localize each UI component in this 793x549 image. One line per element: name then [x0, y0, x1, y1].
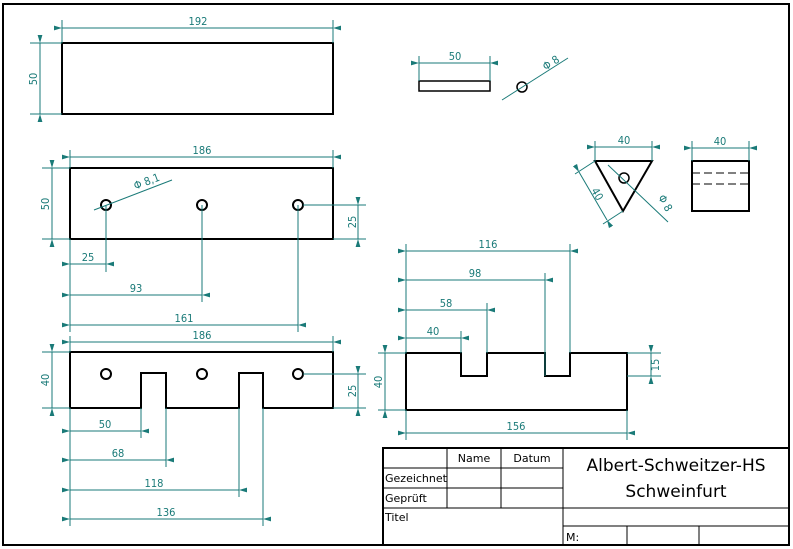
header-name: Name [458, 452, 491, 465]
dim-hole2: 93 [130, 282, 143, 295]
dim-40: 40 [427, 325, 440, 338]
dim-hole-height: 25 [346, 385, 359, 398]
dim-height: 50 [27, 73, 40, 86]
dim-slot1-start: 50 [99, 418, 112, 431]
dim-slot-depth: 15 [649, 359, 662, 372]
label-gezeichnet: Gezeichnet [385, 472, 448, 485]
dim-slot2-start: 118 [145, 477, 164, 490]
dim-hole3: 161 [175, 312, 194, 325]
view-slotted-plate: 186 40 25 50 68 118 136 [39, 329, 366, 526]
dim-length: 192 [189, 15, 208, 28]
dim-pin-diameter: Φ 8 [540, 53, 562, 73]
dim-length: 186 [193, 144, 212, 157]
dim-triangle-width: 40 [618, 134, 631, 147]
view-slotted-block: 116 98 58 40 156 40 15 [372, 238, 662, 440]
label-geprueft: Geprüft [385, 492, 427, 505]
dim-slot1-end: 68 [112, 447, 125, 460]
dim-98: 98 [469, 267, 482, 280]
label-titel: Titel [384, 511, 409, 524]
dim-length: 156 [507, 420, 526, 433]
dim-height: 40 [39, 374, 52, 387]
dim-length: 186 [193, 329, 212, 342]
school-name: Albert-Schweitzer-HS [586, 456, 765, 476]
dim-height: 40 [372, 376, 385, 389]
label-scale: M: [566, 531, 579, 544]
dim-triangle-side: 40 [588, 186, 606, 203]
dim-slot2-end: 136 [157, 506, 176, 519]
dim-pin-length: 50 [449, 50, 462, 63]
view-triangle: 40 40 Φ 8 [572, 134, 675, 229]
dim-hole1: 25 [82, 251, 95, 264]
school-city: Schweinfurt [625, 482, 727, 502]
header-datum: Datum [513, 452, 550, 465]
dim-58: 58 [440, 297, 453, 310]
title-block: Name Datum Gezeichnet Geprüft Titel Albe… [382, 447, 790, 546]
view-pin: 50 Φ 8 [411, 50, 569, 101]
view-top-plate: 192 50 [27, 15, 341, 122]
view-side-block: 40 [684, 135, 757, 212]
dim-triangle-hole: Φ 8 [655, 193, 675, 214]
view-holes-plate: 186 50 25 Φ 8,1 25 93 161 [39, 144, 366, 332]
dim-116: 116 [479, 238, 498, 251]
dim-hole-height: 25 [346, 216, 359, 229]
dim-height: 50 [39, 198, 52, 211]
dim-block-width: 40 [714, 135, 727, 148]
